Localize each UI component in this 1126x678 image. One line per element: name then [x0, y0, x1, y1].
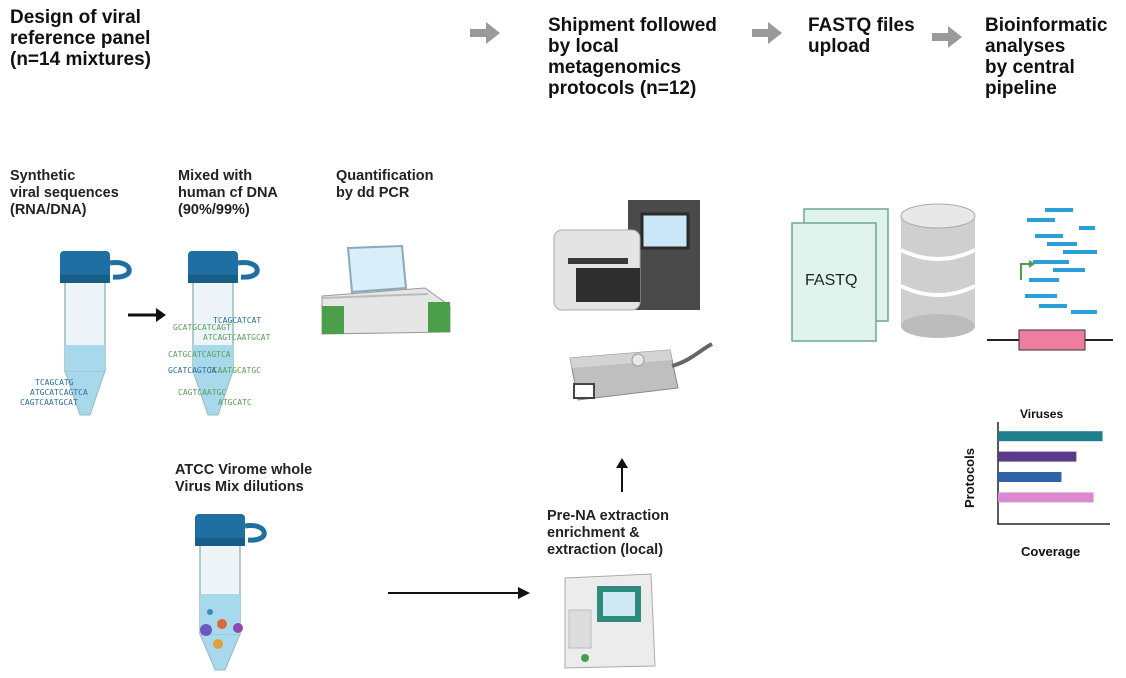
svg-text:CAGTCAATGC: CAGTCAATGC — [178, 388, 226, 397]
database-icon — [900, 203, 976, 338]
svg-text:TCAGCATG: TCAGCATG — [35, 378, 74, 387]
label-quantification: Quantification by dd PCR — [336, 168, 434, 201]
header-bioinformatic: Bioinformatic analyses by central pipeli… — [985, 15, 1108, 99]
ddpcr-machine-icon — [321, 244, 451, 335]
svg-text:ATCAGTCAATGCAT: ATCAGTCAATGCAT — [203, 333, 271, 342]
chart-bar — [998, 431, 1103, 442]
label-mixed: Mixed with human cf DNA (90%/99%) — [178, 168, 278, 218]
header-fastq-upload: FASTQ files upload — [808, 15, 915, 57]
tube-atcc-icon — [195, 514, 267, 671]
process-arrows — [470, 22, 962, 48]
fastq-documents-icon — [791, 208, 889, 342]
header-shipment: Shipment followed by local metagenomics … — [548, 15, 717, 99]
label-synthetic: Synthetic viral sequences (RNA/DNA) — [10, 168, 119, 218]
chart-bar — [998, 451, 1077, 462]
read-alignment-icon — [987, 208, 1113, 351]
tube-synthetic-icon: ATGCATCAGTCA CAGTCAATGCAT TCAGCATG — [20, 251, 132, 416]
sequencer-icon — [553, 200, 700, 311]
extraction-machine-icon — [564, 573, 656, 669]
process-arrow-2 — [752, 22, 782, 44]
arrow-to-extraction — [388, 587, 530, 599]
tube-mixed-icon: GCATGCATCAGT ATCAGTCAATGCAT CATGCATCAGTC… — [168, 251, 271, 416]
header-design: Design of viral reference panel (n=14 mi… — [10, 7, 151, 70]
label-prena: Pre-NA extraction enrichment & extractio… — [547, 508, 669, 558]
svg-text:CATGCATCAGTCA: CATGCATCAGTCA — [168, 350, 231, 359]
svg-text:GCATCAGTCA: GCATCAGTCA — [168, 366, 216, 375]
bar-chart — [997, 422, 1110, 525]
svg-text:ATGCATC: ATGCATC — [218, 398, 252, 407]
process-arrow-3 — [932, 26, 962, 48]
svg-text:ATGCATCAGTCA: ATGCATCAGTCA — [30, 388, 88, 397]
process-arrow-1 — [470, 22, 500, 44]
arrow-up — [616, 458, 628, 492]
svg-text:TCAATGCATGC: TCAATGCATGC — [208, 366, 261, 375]
label-atcc: ATCC Virome whole Virus Mix dilutions — [175, 462, 313, 495]
chart-ylabel: Protocols — [962, 448, 977, 508]
svg-text:CAGTCAATGCAT: CAGTCAATGCAT — [20, 398, 78, 407]
nanopore-device-icon — [569, 342, 713, 401]
svg-text:GCATGCATCAGT: GCATGCATCAGT — [173, 323, 231, 332]
svg-text:TCAGCATCAT: TCAGCATCAT — [213, 316, 261, 325]
fastq-doc-label: FASTQ — [805, 272, 858, 289]
chart-bar — [998, 492, 1094, 503]
chart-xlabel: Coverage — [1021, 544, 1081, 559]
arrow-tube-to-tube — [128, 308, 166, 322]
chart-title: Viruses — [1020, 407, 1064, 421]
chart-bar — [998, 472, 1062, 482]
